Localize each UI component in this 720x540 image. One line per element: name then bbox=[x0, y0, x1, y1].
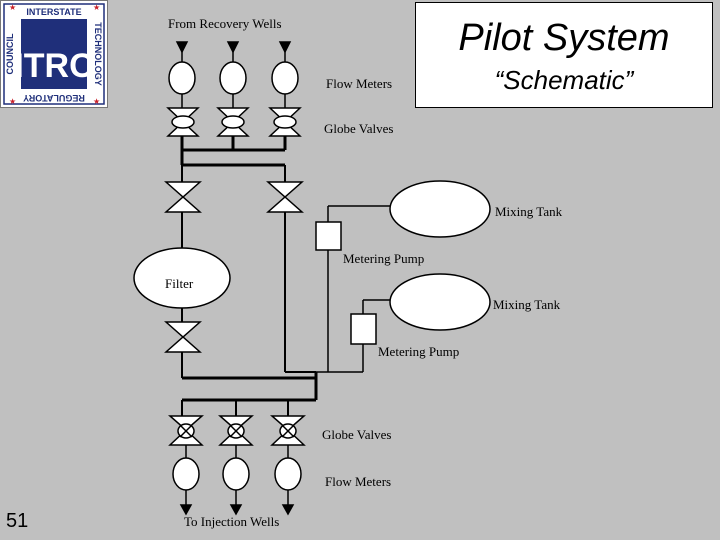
metering-pump-1-label: Metering Pump bbox=[343, 251, 425, 266]
mixing-tank-1-label: Mixing Tank bbox=[495, 204, 563, 219]
itrc-logo-graphic: INTERSTATE REGULATORY COUNCIL TECHNOLOGY… bbox=[3, 3, 105, 106]
logo-star-icon: ★ bbox=[9, 3, 16, 12]
flow-meter bbox=[222, 457, 250, 491]
flow-meter bbox=[219, 61, 247, 95]
page-subtitle: “Schematic” bbox=[494, 65, 634, 95]
globe-valve bbox=[218, 415, 254, 446]
mixing-tank bbox=[389, 180, 491, 238]
globe-valve bbox=[168, 415, 204, 446]
page-number: 51 bbox=[6, 510, 29, 532]
flow-meter bbox=[172, 457, 200, 491]
logo-bottom-text: REGULATORY bbox=[23, 93, 85, 103]
flow-meter bbox=[271, 61, 299, 95]
globe-valve bbox=[268, 107, 302, 137]
itrc-logo: INTERSTATE REGULATORY COUNCIL TECHNOLOGY… bbox=[0, 0, 108, 108]
logo-left-text: COUNCIL bbox=[5, 33, 15, 74]
logo-star-icon: ★ bbox=[9, 97, 16, 106]
outlet-arrow-icon bbox=[229, 490, 243, 516]
from-recovery-wells-label: From Recovery Wells bbox=[168, 16, 282, 31]
logo-star-icon: ★ bbox=[93, 3, 100, 12]
logo-star-icon: ★ bbox=[93, 97, 100, 106]
gate-valve bbox=[266, 181, 304, 213]
globe-valves-top-label: Globe Valves bbox=[324, 121, 394, 136]
globe-valve bbox=[166, 107, 200, 137]
gate-valve bbox=[164, 181, 202, 213]
title-box: Pilot System “Schematic” bbox=[415, 2, 713, 108]
mixing-tank bbox=[389, 273, 491, 331]
globe-valve bbox=[216, 107, 250, 137]
metering-pump bbox=[315, 221, 342, 251]
outlet-arrow-icon bbox=[281, 490, 295, 516]
metering-pump bbox=[350, 313, 377, 345]
logo-center-text: ITRC bbox=[14, 47, 93, 85]
to-injection-wells-label: To Injection Wells bbox=[184, 514, 280, 529]
inlet-arrow-icon bbox=[278, 41, 292, 62]
metering-pump-2-label: Metering Pump bbox=[378, 344, 460, 359]
globe-valves-bottom-label: Globe Valves bbox=[322, 427, 392, 442]
filter-label: Filter bbox=[165, 276, 194, 291]
logo-top-text: INTERSTATE bbox=[26, 7, 81, 17]
inlet-arrow-icon bbox=[175, 41, 189, 62]
inlet-arrow-icon bbox=[226, 41, 240, 62]
flow-meters-bottom-label: Flow Meters bbox=[325, 474, 392, 489]
flow-meters-top-label: Flow Meters bbox=[326, 76, 393, 91]
gate-valve bbox=[164, 321, 202, 353]
logo-right-text: TECHNOLOGY bbox=[93, 22, 103, 86]
flow-meter bbox=[274, 457, 302, 491]
page-title: Pilot System bbox=[458, 17, 670, 59]
flow-meter bbox=[168, 61, 196, 95]
globe-valve bbox=[270, 415, 306, 446]
outlet-arrow-icon bbox=[179, 490, 193, 516]
mixing-tank-2-label: Mixing Tank bbox=[493, 297, 561, 312]
